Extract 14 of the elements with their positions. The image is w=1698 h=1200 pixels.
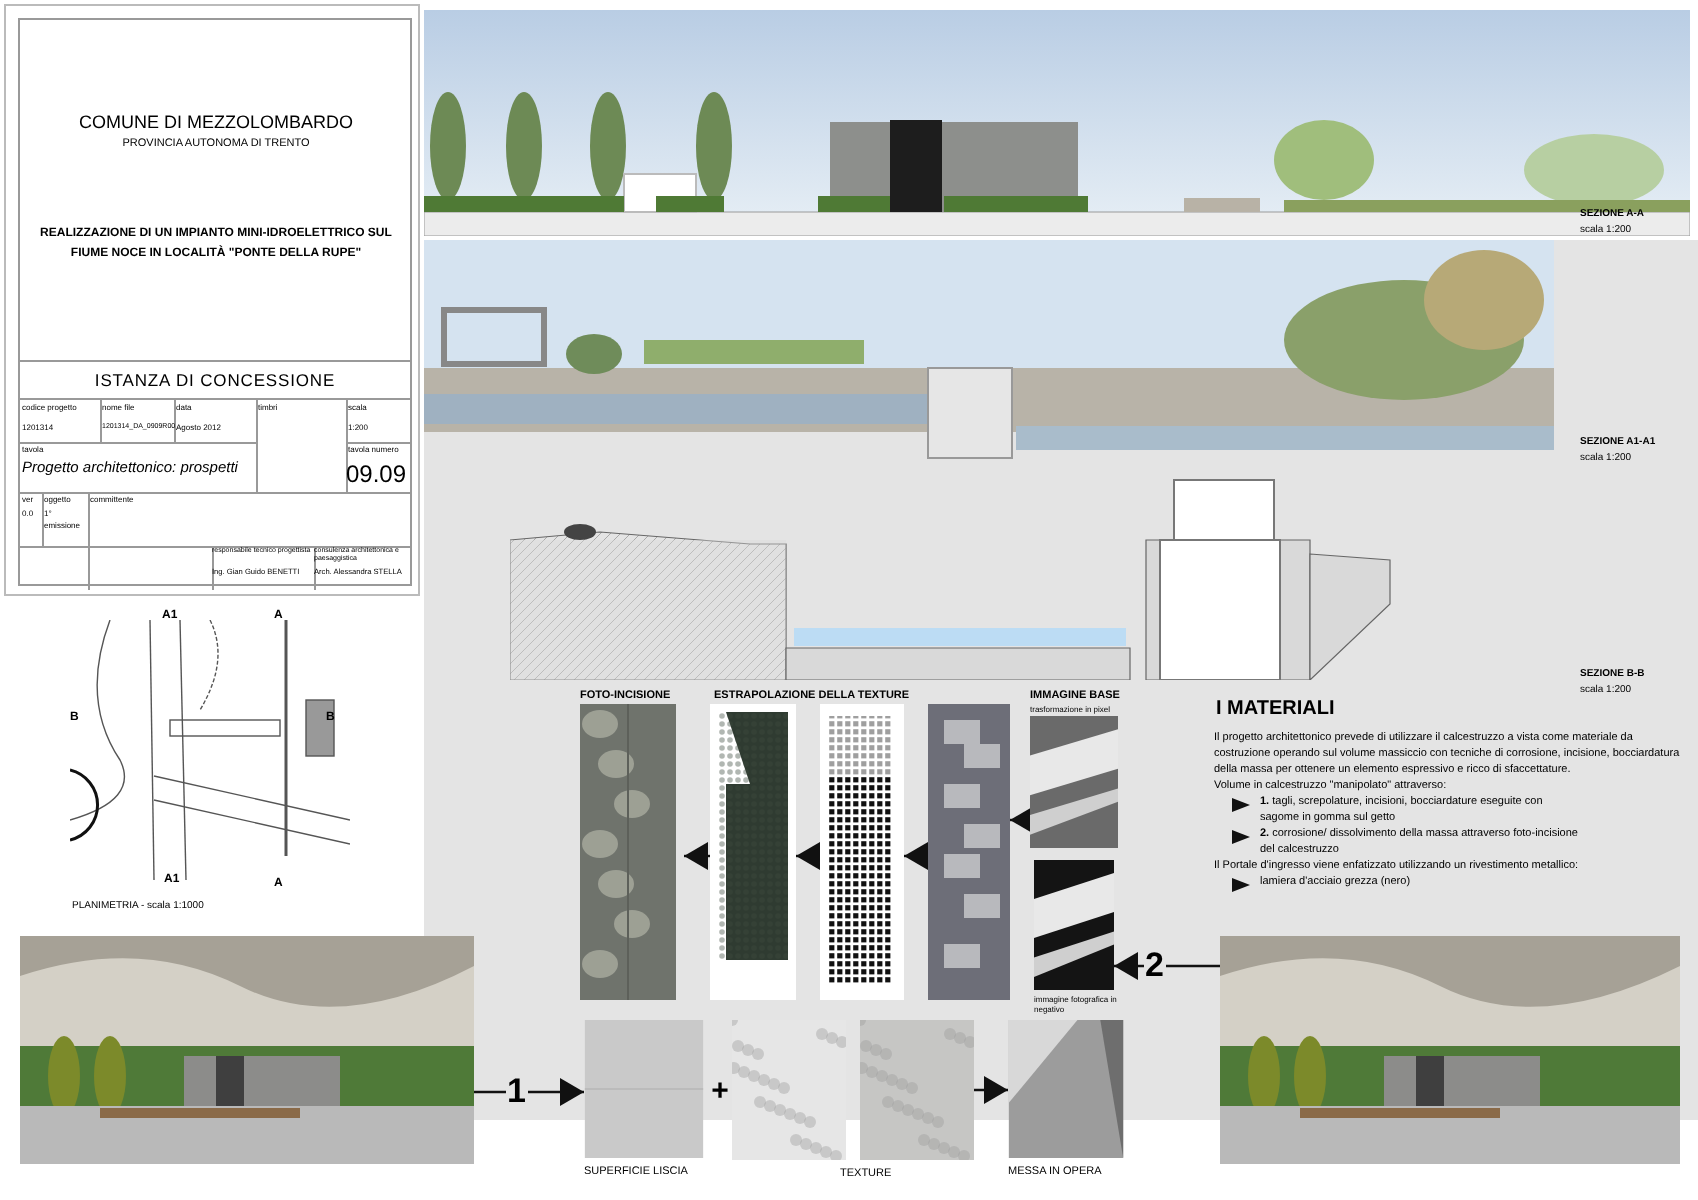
authority-name: COMUNE DI MEZZOLOMBARDO: [76, 112, 355, 132]
view-number: 1: [505, 1074, 528, 1108]
arrow: [474, 1078, 584, 1106]
arrow: [974, 1076, 1008, 1104]
arrow: [904, 842, 928, 870]
sheet-number: 09.09: [346, 458, 409, 492]
heading: I MATERIALI: [1216, 696, 1337, 724]
arrow: [1114, 952, 1220, 980]
arrow: [796, 842, 820, 870]
view-number: 2: [1143, 948, 1166, 982]
arrow: [684, 842, 710, 870]
sheet-heading: ISTANZA DI CONCESSIONE: [92, 368, 338, 394]
plus-sign: +: [709, 1076, 731, 1106]
arrow: [1010, 806, 1034, 834]
